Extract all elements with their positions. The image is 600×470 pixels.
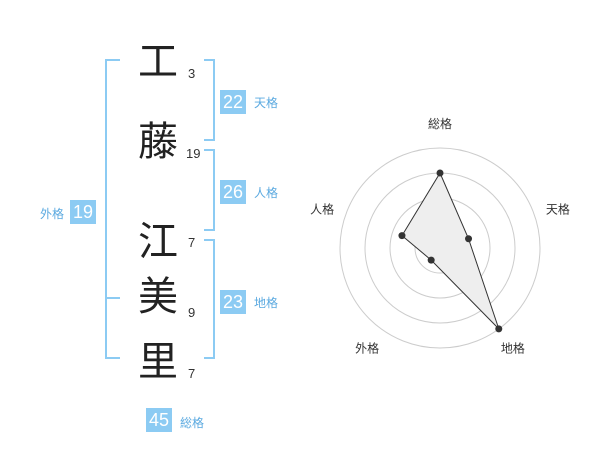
radar-point-4 — [427, 256, 435, 264]
name-char-1: 工 — [138, 39, 178, 85]
tenkaku-value-badge: 22 — [220, 90, 247, 114]
name-char-5: 里 — [138, 339, 178, 385]
radar-point-2 — [465, 235, 473, 243]
radar-axis-label-4: 外格 — [355, 340, 379, 355]
tenkaku-label: 天格 — [254, 96, 279, 110]
jinkaku-value-badge: 26 — [220, 180, 247, 204]
radar-ring-4 — [339, 147, 541, 349]
radar-point-3 — [495, 325, 503, 333]
radar-axis-label-1: 総格 — [428, 116, 452, 131]
radar-point-5 — [398, 232, 406, 240]
bracket-jinkaku — [204, 149, 215, 231]
soukaku-value-badge: 45 — [146, 408, 173, 432]
radar-area — [402, 173, 499, 329]
bracket-gaikaku — [105, 59, 120, 359]
stroke-count-1: 3 — [188, 66, 196, 81]
radar-outline — [401, 171, 500, 330]
jinkaku-label: 人格 — [254, 186, 279, 200]
radar-axis-label-2: 天格 — [546, 202, 570, 217]
name-char-4: 美 — [138, 274, 178, 320]
name-char-2: 藤 — [138, 119, 178, 165]
bracket-tenkaku — [204, 59, 215, 141]
radar-axis-label-5: 人格 — [310, 202, 334, 217]
soukaku-label: 総格 — [180, 416, 205, 430]
stroke-count-5: 7 — [188, 366, 196, 381]
radar-point-1 — [436, 169, 444, 177]
bracket-chikaku — [204, 239, 215, 359]
stroke-count-2: 19 — [186, 146, 201, 161]
gaikaku-label: 外格 — [40, 207, 65, 221]
stroke-count-4: 9 — [188, 305, 196, 320]
chikaku-label: 地格 — [254, 296, 279, 310]
chikaku-value-badge: 23 — [220, 290, 247, 314]
name-char-3: 江 — [138, 219, 178, 265]
radar-axis-label-3: 地格 — [501, 340, 525, 355]
gaikaku-value-badge: 19 — [70, 200, 97, 224]
stroke-count-3: 7 — [188, 235, 196, 250]
